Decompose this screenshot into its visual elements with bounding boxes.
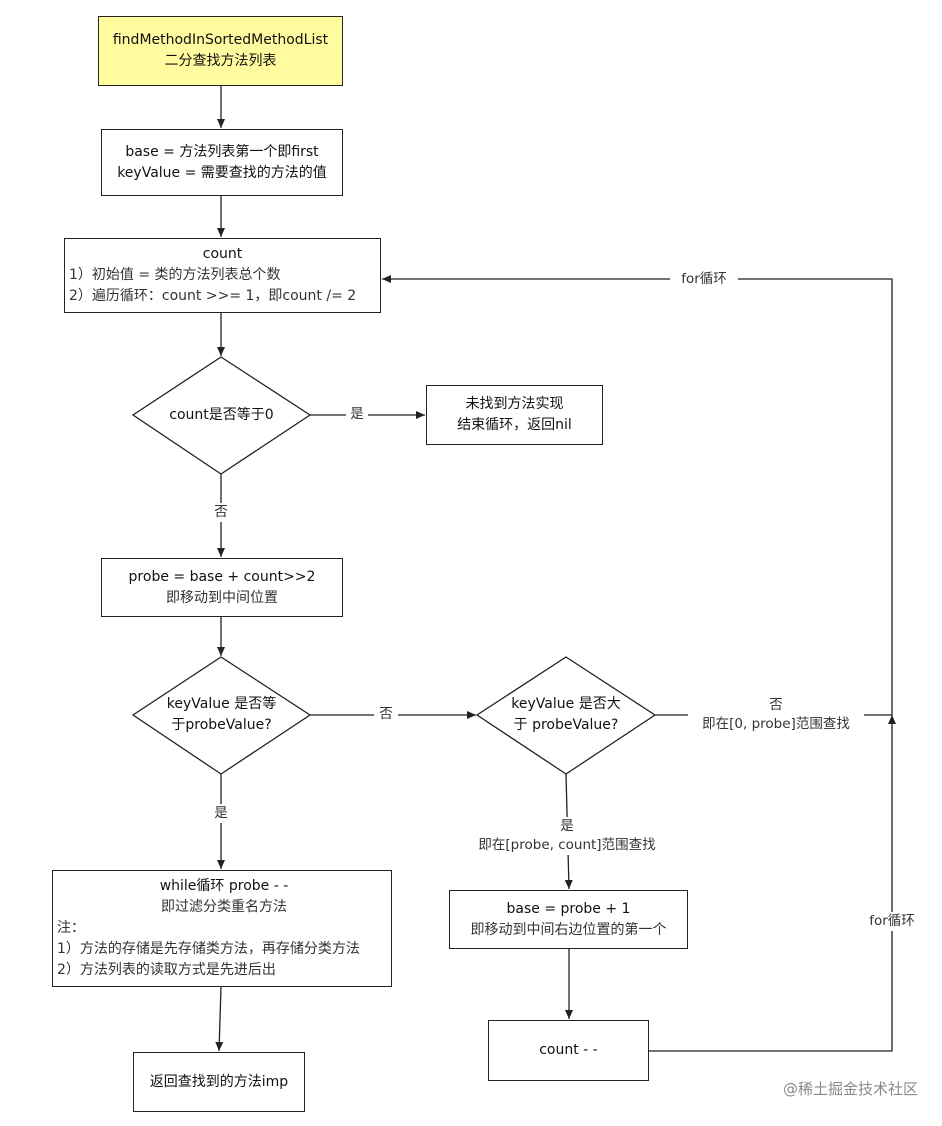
edge-label-no-zero: 否 <box>210 503 232 522</box>
decision-greater-line-2: 于 probeValue? <box>513 717 619 733</box>
count-title: count <box>202 246 243 262</box>
not-found-line-2: 结束循环，返回nil <box>457 417 572 433</box>
decision-count-zero-label: count是否等于0 <box>169 406 274 423</box>
count-node: count 1）初始值 = 类的方法列表总个数 2）遍历循环：count >>=… <box>64 238 381 313</box>
start-subtitle: 二分查找方法列表 <box>164 53 277 69</box>
watermark: @稀土掘金技术社区 <box>782 1080 918 1098</box>
base-update-line-1: base = probe + 1 <box>506 900 631 917</box>
edge-while-return <box>215 986 224 1052</box>
decision-equal-line-2: 于probeValue? <box>171 717 272 733</box>
while-subtitle: 即过滤分类重名方法 <box>161 899 287 915</box>
decision-count-zero: count是否等于0 <box>133 395 310 435</box>
probe-line-1: probe = base + count>>2 <box>128 568 316 585</box>
edge-label-no-greater-1: 否 <box>769 697 783 713</box>
decision-equal: keyValue 是否等 于probeValue? <box>143 694 300 736</box>
while-note-1: 1）方法的存储是先存储类方法，再存储分类方法 <box>57 941 360 957</box>
init-line-1: base = 方法列表第一个即first <box>125 143 319 160</box>
decision-greater: keyValue 是否大 于 probeValue? <box>487 694 645 736</box>
edge-label-no-greater: 否 即在[0, probe]范围查找 <box>688 696 864 734</box>
base-update-line-2: 即移动到中间右边位置的第一个 <box>470 921 667 938</box>
count-line-1: 1）初始值 = 类的方法列表总个数 <box>69 267 281 283</box>
edge-label-for-loop-top: for循环 <box>670 270 738 289</box>
decision-greater-shape <box>475 656 657 775</box>
while-note-2: 2）方法列表的读取方式是先进后出 <box>57 962 276 978</box>
decision-count-zero-shape <box>131 356 312 475</box>
edge-label-yes-equal: 是 <box>210 804 232 823</box>
edge-for-loop-back <box>382 275 893 715</box>
init-node: base = 方法列表第一个即first keyValue = 需要查找的方法的… <box>101 129 343 196</box>
return-imp-node: 返回查找到的方法imp <box>133 1052 305 1112</box>
edge-label-no-greater-2: 即在[0, probe]范围查找 <box>702 716 850 732</box>
not-found-node: 未找到方法实现 结束循环，返回nil <box>426 385 603 445</box>
while-loop-node: while循环 probe - - 即过滤分类重名方法 注： 1）方法的存储是先… <box>52 870 392 987</box>
edge-label-for-loop-side: for循环 <box>860 912 924 931</box>
decision-greater-line-1: keyValue 是否大 <box>511 696 621 712</box>
return-imp-label: 返回查找到的方法imp <box>149 1073 289 1090</box>
count-dec-node: count - - <box>488 1020 649 1081</box>
while-title: while循环 probe - - <box>159 878 289 894</box>
count-dec-label: count - - <box>539 1042 598 1058</box>
init-line-2: keyValue = 需要查找的方法的值 <box>117 164 327 181</box>
edge-label-yes-greater: 是 即在[probe, count]范围查找 <box>452 817 682 855</box>
decision-equal-shape <box>131 656 312 775</box>
edge-label-no-equal: 否 <box>374 705 398 724</box>
edge-countdec-loop <box>649 715 896 1052</box>
probe-node: probe = base + count>>2 即移动到中间位置 <box>101 558 343 617</box>
edge-label-yes-zero: 是 <box>346 405 368 424</box>
start-node: findMethodInSortedMethodList 二分查找方法列表 <box>98 16 343 86</box>
base-update-node: base = probe + 1 即移动到中间右边位置的第一个 <box>449 890 688 949</box>
probe-line-2: 即移动到中间位置 <box>166 589 278 606</box>
while-note-label: 注： <box>57 920 85 936</box>
start-title: findMethodInSortedMethodList <box>112 32 329 48</box>
not-found-line-1: 未找到方法实现 <box>465 396 564 412</box>
edge-label-yes-greater-2: 即在[probe, count]范围查找 <box>478 837 656 853</box>
decision-equal-line-1: keyValue 是否等 <box>166 696 277 712</box>
edge-label-yes-greater-1: 是 <box>560 818 574 834</box>
count-line-2: 2）遍历循环：count >>= 1，即count /= 2 <box>69 288 357 304</box>
